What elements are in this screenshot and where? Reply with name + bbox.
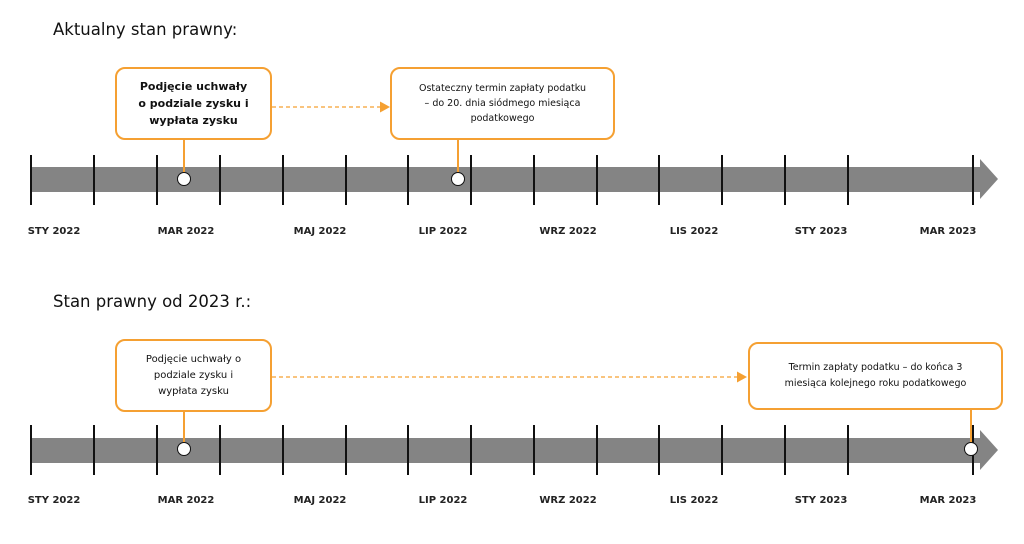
tick-cze-2022 xyxy=(345,425,347,475)
callout-stem xyxy=(183,140,185,174)
callout-stem xyxy=(457,140,459,174)
tick-mar-2022 xyxy=(156,425,158,475)
month-label: LIS 2022 xyxy=(669,495,719,506)
timeline-arrow-current xyxy=(980,159,998,199)
tick-lip-2022 xyxy=(407,155,409,205)
month-label: STY 2022 xyxy=(27,226,81,237)
month-label: LIP 2022 xyxy=(418,495,468,506)
tick-lis-2022 xyxy=(658,155,660,205)
tick-mar-2022 xyxy=(156,155,158,205)
month-label: MAR 2022 xyxy=(157,226,215,237)
tick-lip-2022 xyxy=(407,425,409,475)
month-label: MAR 2022 xyxy=(157,495,215,506)
callout-payment-deadline-current: Ostateczny termin zapłaty podatku – do 2… xyxy=(390,67,615,140)
month-label: LIS 2022 xyxy=(669,226,719,237)
tick-sie-2022 xyxy=(470,425,472,475)
tick-paz-2022 xyxy=(596,425,598,475)
tick-sty-2022 xyxy=(30,155,32,205)
tick-sty-2023 xyxy=(784,155,786,205)
tick-gru-2022 xyxy=(721,425,723,475)
tick-lut-2022 xyxy=(93,425,95,475)
tick-wrz-2022 xyxy=(533,155,535,205)
tick-sty-2023 xyxy=(784,425,786,475)
tick-wrz-2022 xyxy=(533,425,535,475)
month-label: LIP 2022 xyxy=(418,226,468,237)
callout-resolution-2023: Podjęcie uchwały o podziale zysku i wypł… xyxy=(115,339,272,412)
month-label: STY 2022 xyxy=(27,495,81,506)
month-label: STY 2023 xyxy=(794,495,848,506)
tick-sie-2022 xyxy=(470,155,472,205)
heading-current-law: Aktualny stan prawny: xyxy=(53,20,238,39)
tick-lut-2022 xyxy=(93,155,95,205)
tick-paz-2022 xyxy=(596,155,598,205)
event-marker-resolution-current xyxy=(177,172,191,186)
timeline-bar-current xyxy=(30,167,980,192)
month-label: WRZ 2022 xyxy=(539,495,597,506)
dashed-connector-current xyxy=(272,101,390,113)
month-label: MAR 2023 xyxy=(919,226,977,237)
month-label: MAR 2023 xyxy=(919,495,977,506)
month-label: WRZ 2022 xyxy=(539,226,597,237)
month-label: MAJ 2022 xyxy=(293,495,347,506)
tick-lut-2023 xyxy=(847,425,849,475)
callout-stem xyxy=(183,412,185,444)
month-label: STY 2023 xyxy=(794,226,848,237)
event-marker-resolution-2023 xyxy=(177,442,191,456)
timeline-current-law: Aktualny stan prawny: STY 2022 MAR 2022 … xyxy=(27,20,998,237)
callout-stem xyxy=(970,410,972,444)
event-marker-payment-current xyxy=(451,172,465,186)
timeline-law-from-2023: Stan prawny od 2023 r.: STY 2022 MAR 202… xyxy=(0,272,1024,544)
event-marker-payment-2023 xyxy=(964,442,978,456)
tick-kwi-2022 xyxy=(219,155,221,205)
tick-cze-2022 xyxy=(345,155,347,205)
dashed-connector-2023 xyxy=(272,371,747,383)
timeline-arrow-2023 xyxy=(980,430,998,470)
callout-payment-deadline-2023: Termin zapłaty podatku – do końca 3 mies… xyxy=(748,342,1003,410)
tick-gru-2022 xyxy=(721,155,723,205)
tick-sty-2022 xyxy=(30,425,32,475)
month-label: MAJ 2022 xyxy=(293,226,347,237)
tick-maj-2022 xyxy=(282,155,284,205)
tick-kwi-2022 xyxy=(219,425,221,475)
heading-law-from-2023: Stan prawny od 2023 r.: xyxy=(53,292,252,311)
tick-lut-2023 xyxy=(847,155,849,205)
tick-lis-2022 xyxy=(658,425,660,475)
tick-maj-2022 xyxy=(282,425,284,475)
callout-resolution-current: Podjęcie uchwały o podziale zysku i wypł… xyxy=(115,67,272,140)
timeline-bar-2023 xyxy=(30,438,980,463)
tick-mar-2023 xyxy=(972,155,974,205)
